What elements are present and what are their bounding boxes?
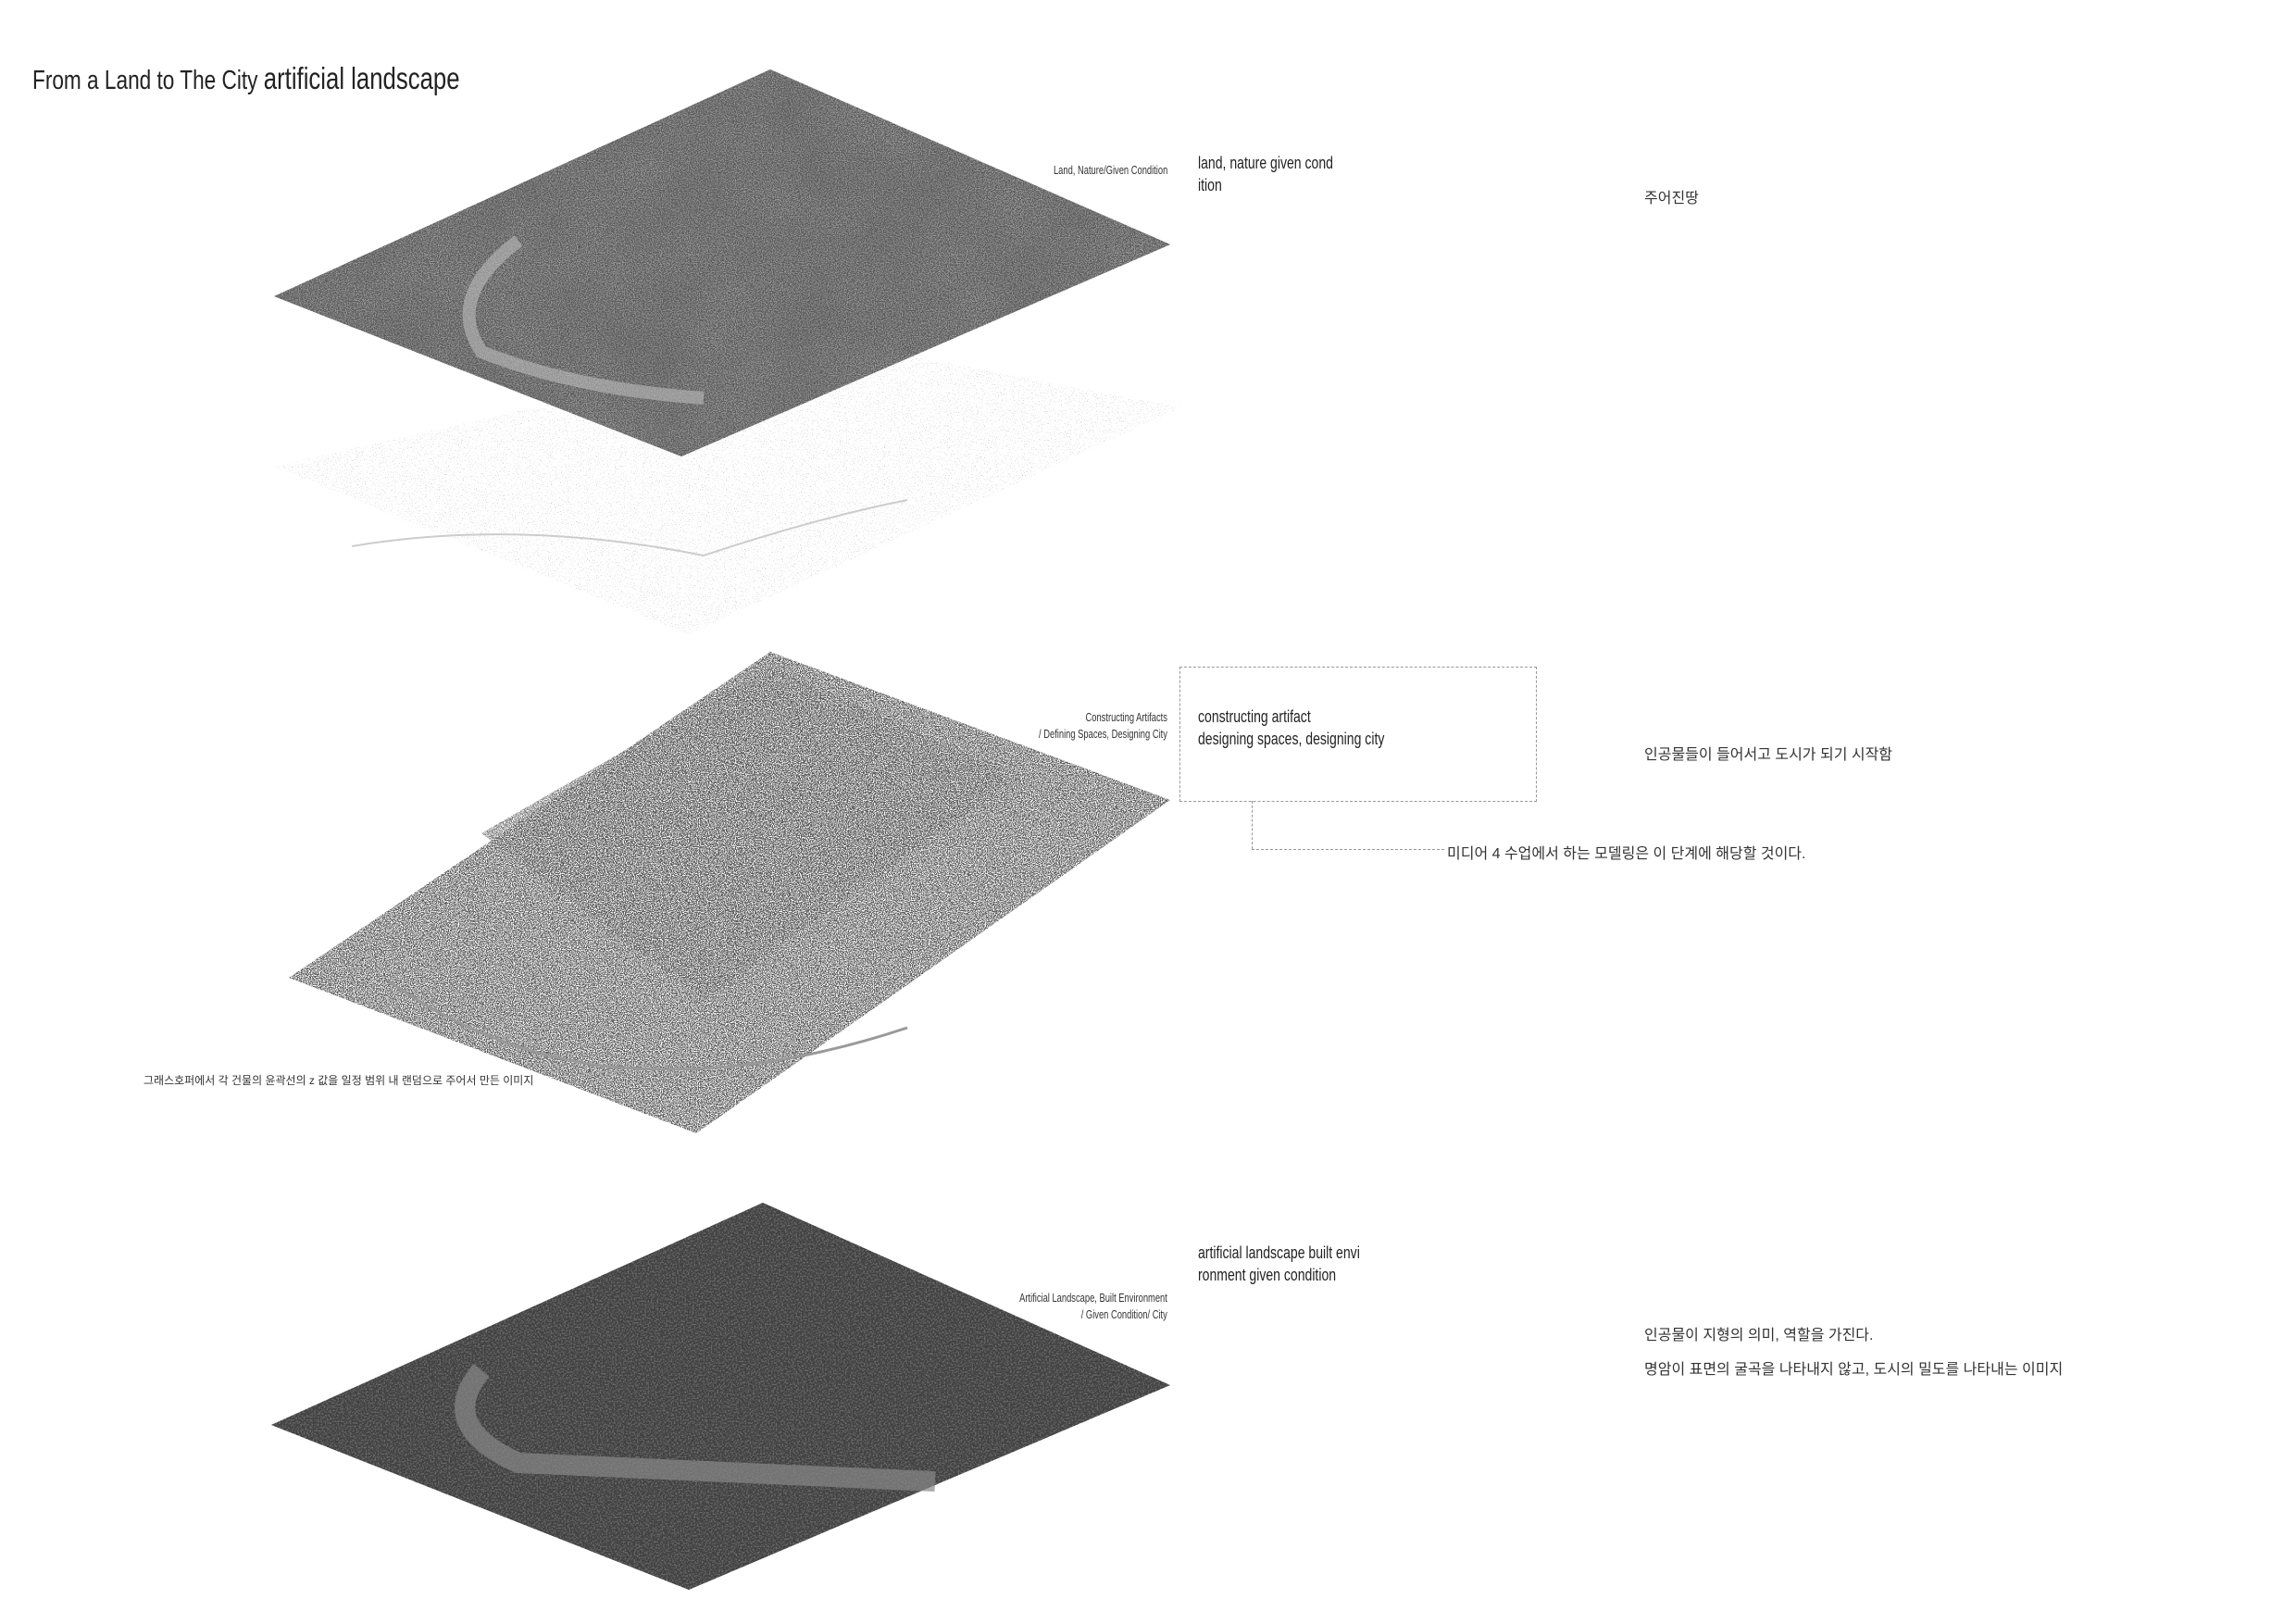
built-environment-layer-image [271,1203,1170,1590]
ghost-city-plan [274,341,1180,634]
tag-line: / Given Condition/ City [1080,1307,1167,1321]
note-line: artificial landscape built envi [1198,1243,1360,1262]
tag-line: Artificial Landscape, Built Environment [1019,1291,1167,1305]
terrain-layer-image [274,69,1170,456]
layer3-korean-1: 인공물이 지형의 의미, 역할을 가진다. [1644,1328,1874,1343]
note-line: designing spaces, designing city [1198,730,1385,748]
layer2-caption: 그래스호퍼에서 각 건물의 윤곽선의 z 값을 일정 범위 내 랜덤으로 주어서… [144,1074,534,1087]
note-line: land, nature given cond [1198,154,1333,172]
layer3-korean-2: 명암이 표면의 굴곡을 나타내지 않고, 도시의 밀도를 나타내는 이미지 [1644,1362,2064,1378]
callout-connector [1252,849,1444,850]
callout-box [1179,667,1537,802]
tag-line: Land, Nature/Given Condition [1053,163,1167,177]
tag-line: / Defining Spaces, Designing City [1039,727,1167,741]
layer2-note: constructing artifact designing spaces, … [1198,706,1384,750]
layer1-tag: Land, Nature/Given Condition [1054,162,1167,179]
city-artifacts-layer-image [289,652,1170,1133]
title-main: From a Land to The City [32,66,258,95]
layer3-tag: Artificial Landscape, Built Environment … [1019,1290,1167,1323]
layer3-note: artificial landscape built envi ronment … [1198,1242,1360,1286]
page-title: From a Land to The City artificial lands… [32,61,460,96]
title-emphasis: artificial landscape [263,61,460,95]
layer1-korean: 주어진땅 [1644,191,1699,206]
note-line: ition [1198,176,1222,194]
callout-text: 미디어 4 수업에서 하는 모델링은 이 단계에 해당할 것이다. [1447,846,1806,862]
note-line: ronment given condition [1198,1266,1337,1284]
layer1-note: land, nature given cond ition [1198,152,1333,196]
callout-connector [1252,801,1253,849]
layer2-tag: Constructing Artifacts / Defining Spaces… [1039,709,1167,743]
note-line: constructing artifact [1198,707,1311,726]
layer2-korean: 인공물들이 들어서고 도시가 되기 시작함 [1644,747,1893,763]
tag-line: Constructing Artifacts [1085,710,1167,724]
